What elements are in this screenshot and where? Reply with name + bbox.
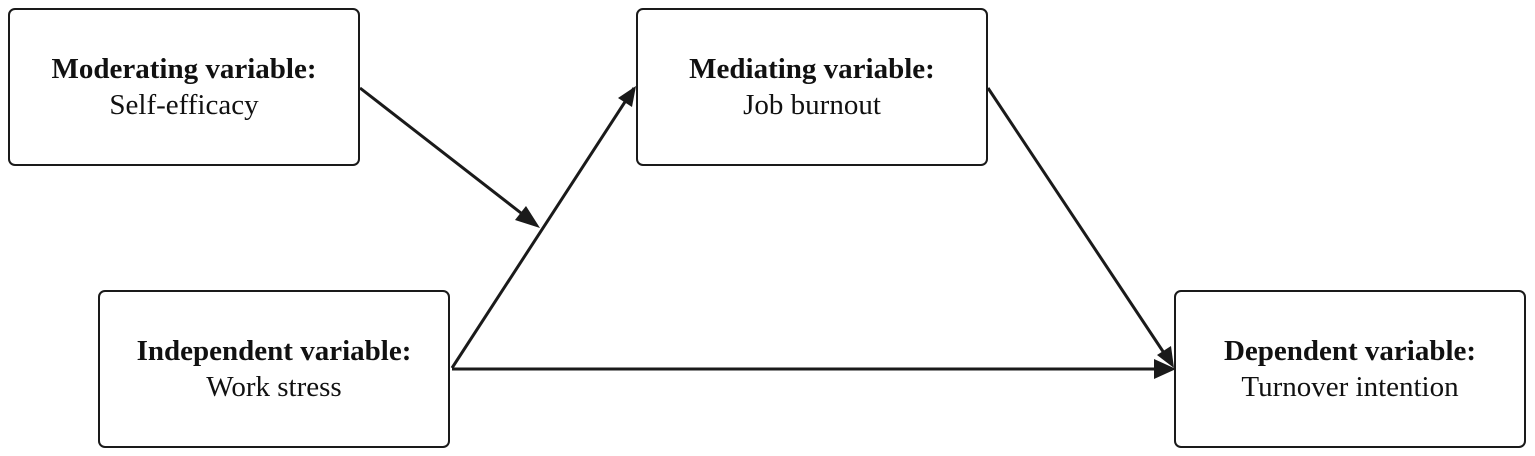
arrowhead-independent-to-dependent bbox=[1154, 359, 1176, 379]
independent-variable-value: Work stress bbox=[206, 371, 342, 403]
arrowhead-moderating-to-path bbox=[515, 206, 540, 228]
dependent-variable-value: Turnover intention bbox=[1241, 371, 1459, 403]
arrowhead-independent-to-mediating bbox=[618, 86, 636, 107]
moderating-variable-box: Moderating variable: Self-efficacy bbox=[8, 8, 360, 166]
arrowhead-mediating-to-dependent bbox=[1157, 346, 1174, 368]
arrow-independent-to-mediating bbox=[450, 87, 636, 369]
arrow-moderating-to-path bbox=[359, 86, 531, 222]
dependent-variable-title: Dependent variable: bbox=[1223, 335, 1477, 367]
moderating-variable-value: Self-efficacy bbox=[109, 89, 259, 121]
dependent-variable-box: Dependent variable: Turnover intention bbox=[1174, 290, 1526, 448]
mediating-variable-box: Mediating variable: Job burnout bbox=[636, 8, 988, 166]
independent-variable-title: Independent variable: bbox=[136, 335, 412, 367]
mediating-variable-title: Mediating variable: bbox=[689, 53, 935, 85]
independent-variable-box: Independent variable: Work stress bbox=[98, 290, 450, 448]
arrow-mediating-to-dependent bbox=[986, 87, 1172, 363]
mediating-variable-value: Job burnout bbox=[743, 89, 881, 121]
moderating-variable-title: Moderating variable: bbox=[51, 53, 317, 85]
